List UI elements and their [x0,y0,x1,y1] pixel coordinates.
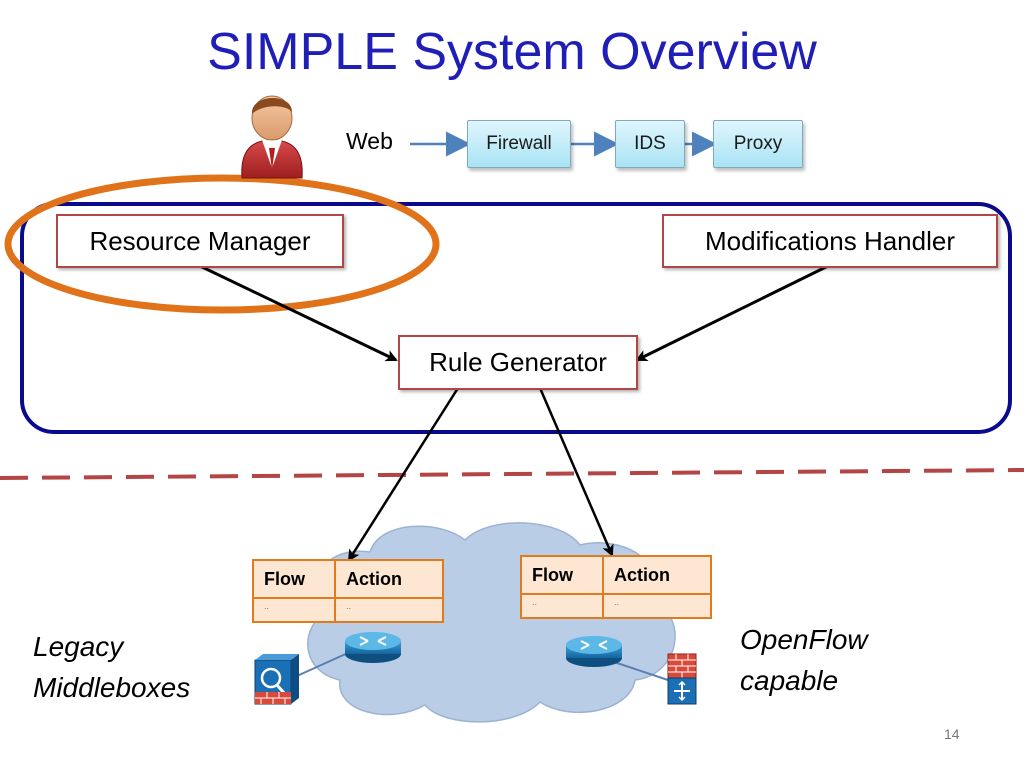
router-icon [345,632,401,663]
user-icon [241,95,303,179]
proxy-box: Proxy [713,120,803,168]
page-number: 14 [944,726,960,742]
action-cell: .. [602,593,710,617]
legacy-label-line2: Middleboxes [33,672,191,703]
flow-cell: .. [254,597,334,621]
modifications-handler-box: Modifications Handler [662,214,998,268]
openflow-flow-table: Flow Action .. .. [520,555,712,619]
flow-header: Flow [532,565,573,585]
arrow-resource-to-rule [199,264,398,362]
legacy-middleboxes-label: Legacy Middleboxes [33,626,190,708]
flow-header: Flow [264,569,305,589]
firewall-icon [667,653,697,705]
flow-cell: .. [522,593,602,617]
resource-manager-box: Resource Manager [56,214,344,268]
web-label: Web [346,128,393,154]
ids-box: IDS [615,120,685,168]
openflow-label-line1: OpenFlow [740,624,868,655]
firewall-box: Firewall [467,120,571,168]
openflow-capable-label: OpenFlow capable [740,619,868,701]
middlebox-icon [254,654,299,705]
router-icon [566,636,622,667]
legacy-flow-table: Flow Action .. .. [252,559,444,623]
openflow-label-line2: capable [740,665,839,696]
divider-line [0,468,1024,480]
arrow-modifications-to-rule [635,264,829,362]
arrow-rule-to-openflow-table [538,387,614,557]
rule-generator-box: Rule Generator [398,335,638,390]
action-header: Action [602,557,710,593]
action-header: Action [334,561,442,597]
page-title: SIMPLE System Overview [207,23,817,81]
arrow-rule-to-legacy-table [347,387,460,562]
highlight-ellipse [4,174,440,314]
action-cell: .. [334,597,442,621]
legacy-label-line1: Legacy [33,631,124,662]
